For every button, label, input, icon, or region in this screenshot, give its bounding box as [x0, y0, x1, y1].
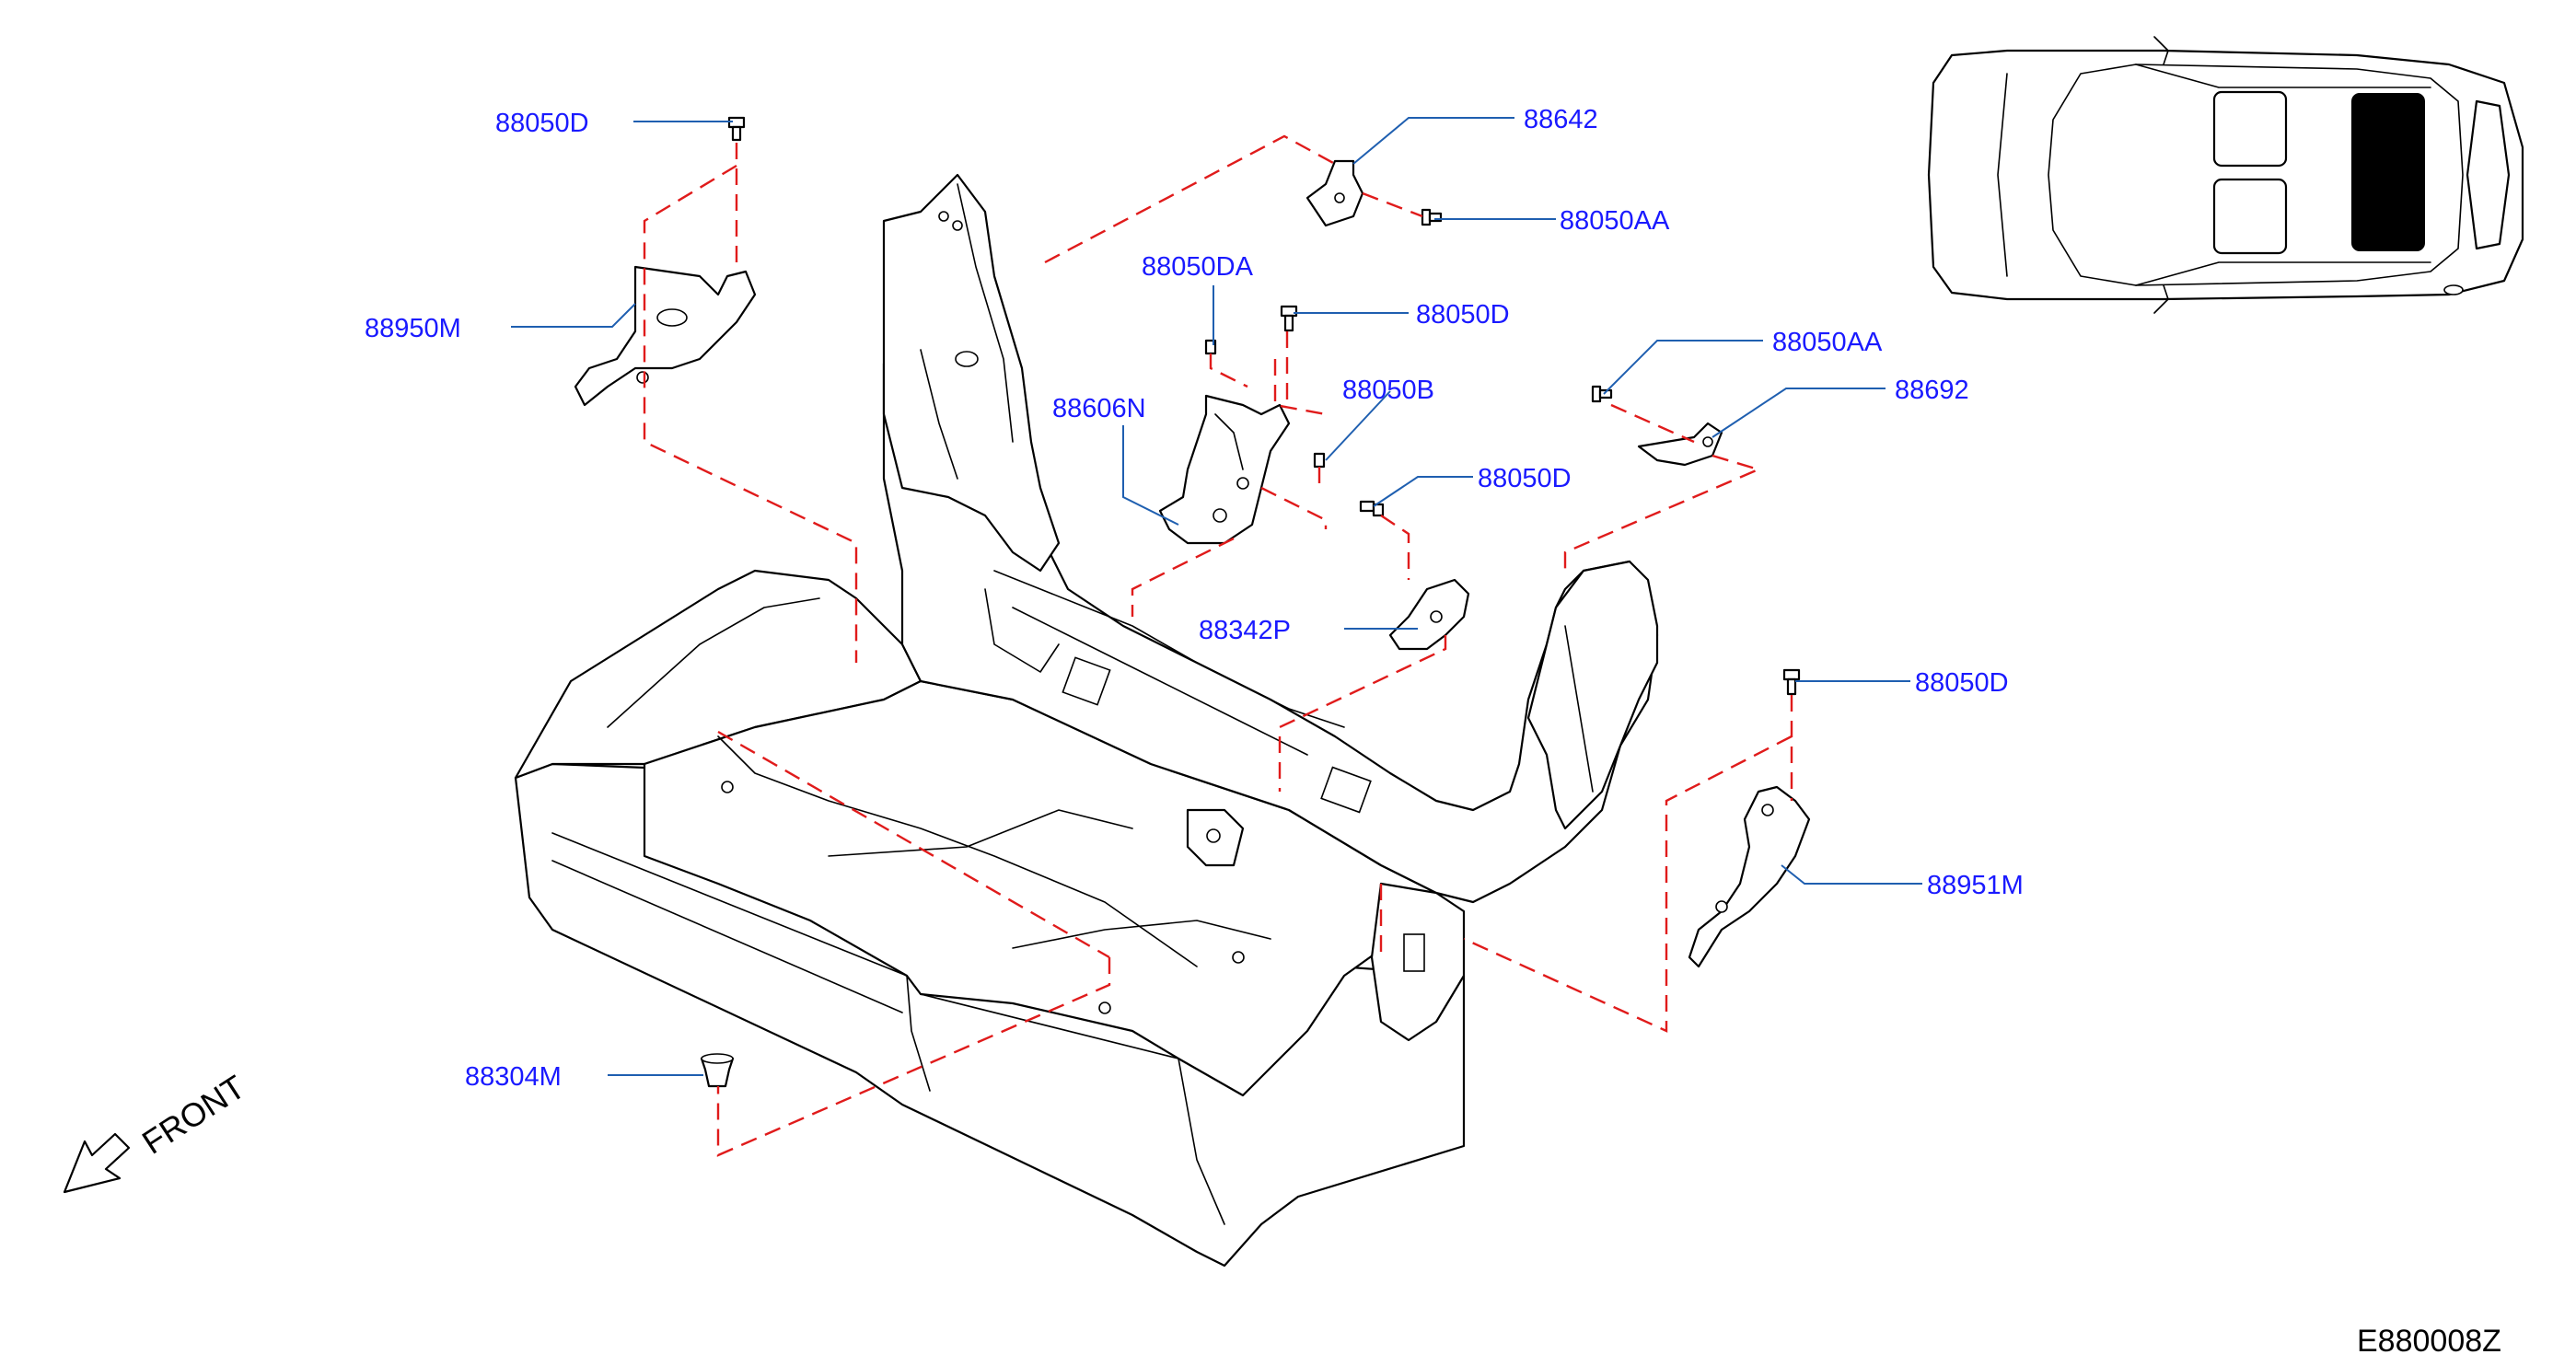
label-88050aa-2: 88050AA: [1772, 328, 1883, 357]
front-label: FRONT: [135, 1068, 251, 1162]
label-88304m: 88304M: [465, 1062, 562, 1092]
label-88050d-3: 88050D: [1478, 464, 1572, 493]
label-88050d-1: 88050D: [495, 109, 589, 138]
part-88692-hinge: [1637, 422, 1723, 467]
part-88050b-screw: [1313, 452, 1326, 469]
label-88950m: 88950M: [365, 314, 461, 343]
label-88050aa-1: 88050AA: [1560, 206, 1670, 236]
part-88050d-bolt-2: [1280, 305, 1298, 332]
diagram-code: E880008Z: [2357, 1324, 2501, 1359]
part-88050aa-bolt-1: [1421, 208, 1443, 226]
part-88342p-bracket: [1388, 578, 1470, 651]
part-88050d-bolt-1: [727, 116, 746, 142]
part-88050d-bolt-3: [1359, 500, 1385, 517]
label-88342p: 88342P: [1199, 616, 1291, 645]
label-88050d-2: 88050D: [1416, 300, 1510, 330]
label-88606n: 88606N: [1052, 394, 1146, 423]
label-88050d-4: 88050D: [1915, 668, 2009, 698]
label-88692: 88692: [1895, 376, 1969, 405]
part-88050d-bolt-4: [1782, 668, 1801, 696]
label-88050da: 88050DA: [1142, 252, 1254, 282]
part-88951m-bracket: [1688, 785, 1811, 968]
assembly-dashed-lines: [643, 134, 1793, 1157]
part-88606n-hinge: [1158, 394, 1291, 545]
part-labels: 88050D 88950M 88642 88050AA 88050DA 8805…: [365, 105, 2024, 1092]
part-88950m-bracket: [574, 265, 757, 407]
leader-lines: [511, 117, 1922, 1076]
car-top-view-icon: [1927, 36, 2524, 314]
rear-seat-assembly: [514, 173, 1659, 1268]
label-88951m: 88951M: [1927, 871, 2024, 900]
label-88050b: 88050B: [1342, 376, 1434, 405]
part-88304m-clip: [700, 1053, 735, 1088]
front-arrow-icon: FRONT: [63, 1068, 251, 1194]
part-88642-hinge: [1305, 159, 1364, 227]
label-88642: 88642: [1524, 105, 1598, 134]
part-88050aa-bolt-2: [1591, 385, 1613, 403]
